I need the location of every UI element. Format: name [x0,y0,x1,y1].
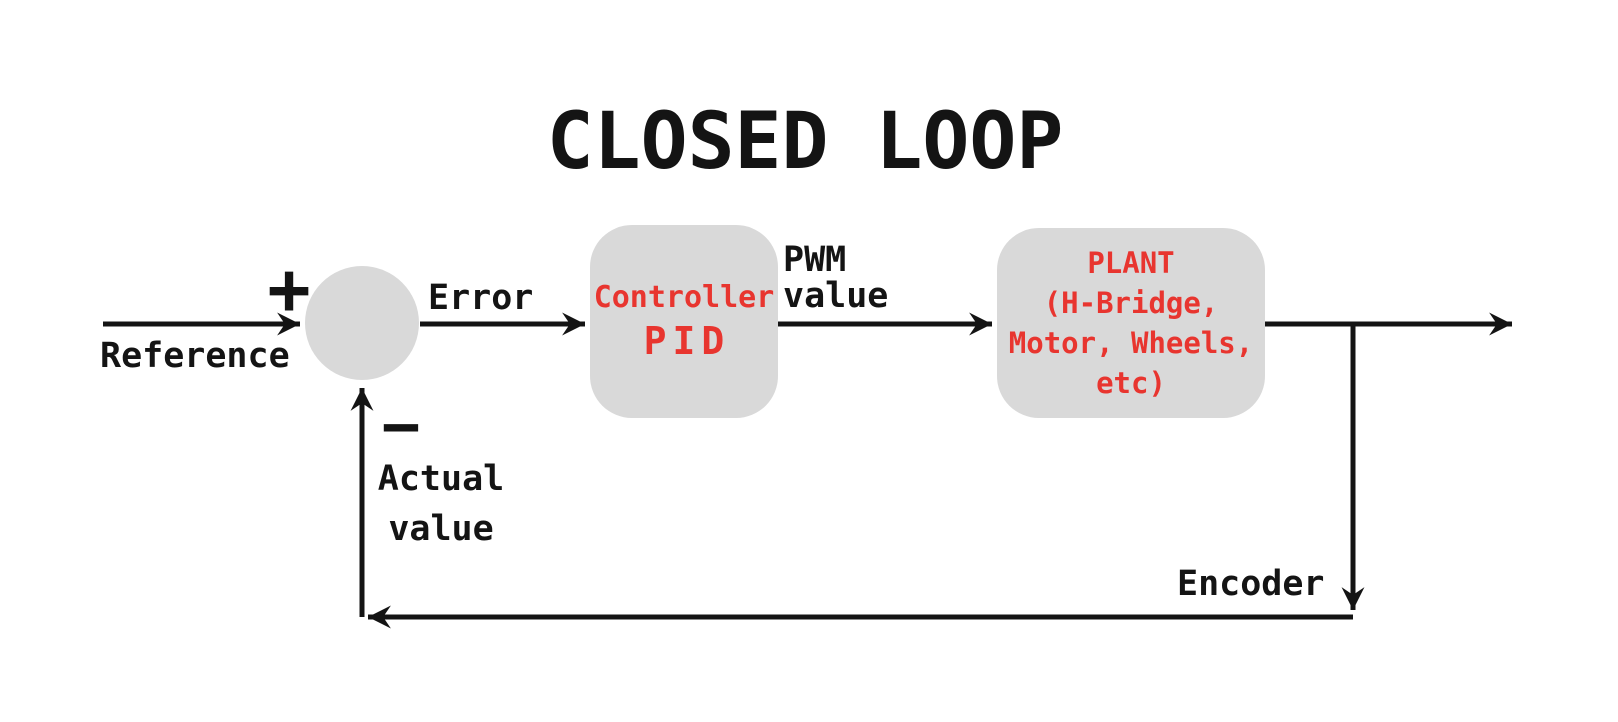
pwm-value-label-line2: value [783,276,889,316]
encoder-label: Encoder [1177,564,1325,604]
plant-block-line4: etc) [1096,366,1166,400]
page-title: CLOSED LOOP [546,97,1064,187]
actual-value-label-line1: Actual [377,459,505,499]
actual-value-label-line2: value [388,509,494,549]
plant-block: PLANT (H-Bridge, Motor, Wheels, etc) [997,228,1265,418]
minus-sign-icon: − [381,390,421,464]
actual-value-label: Actual value [368,454,514,554]
pwm-value-label-line1: PWM [783,240,847,280]
pwm-value-label: PWM value [783,242,888,314]
plant-block-line2: (H-Bridge, [1043,286,1219,320]
controller-block-title: Controller [593,279,775,315]
plus-sign-icon: + [267,247,311,331]
controller-block: Controller PID [590,225,778,418]
summing-junction [305,266,419,380]
error-label: Error [428,278,534,318]
plant-block-line3: Motor, Wheels, [1008,326,1254,360]
controller-block-subtitle: PID [643,318,731,363]
plant-block-line1: PLANT [1087,246,1175,280]
reference-label: Reference [100,336,290,376]
